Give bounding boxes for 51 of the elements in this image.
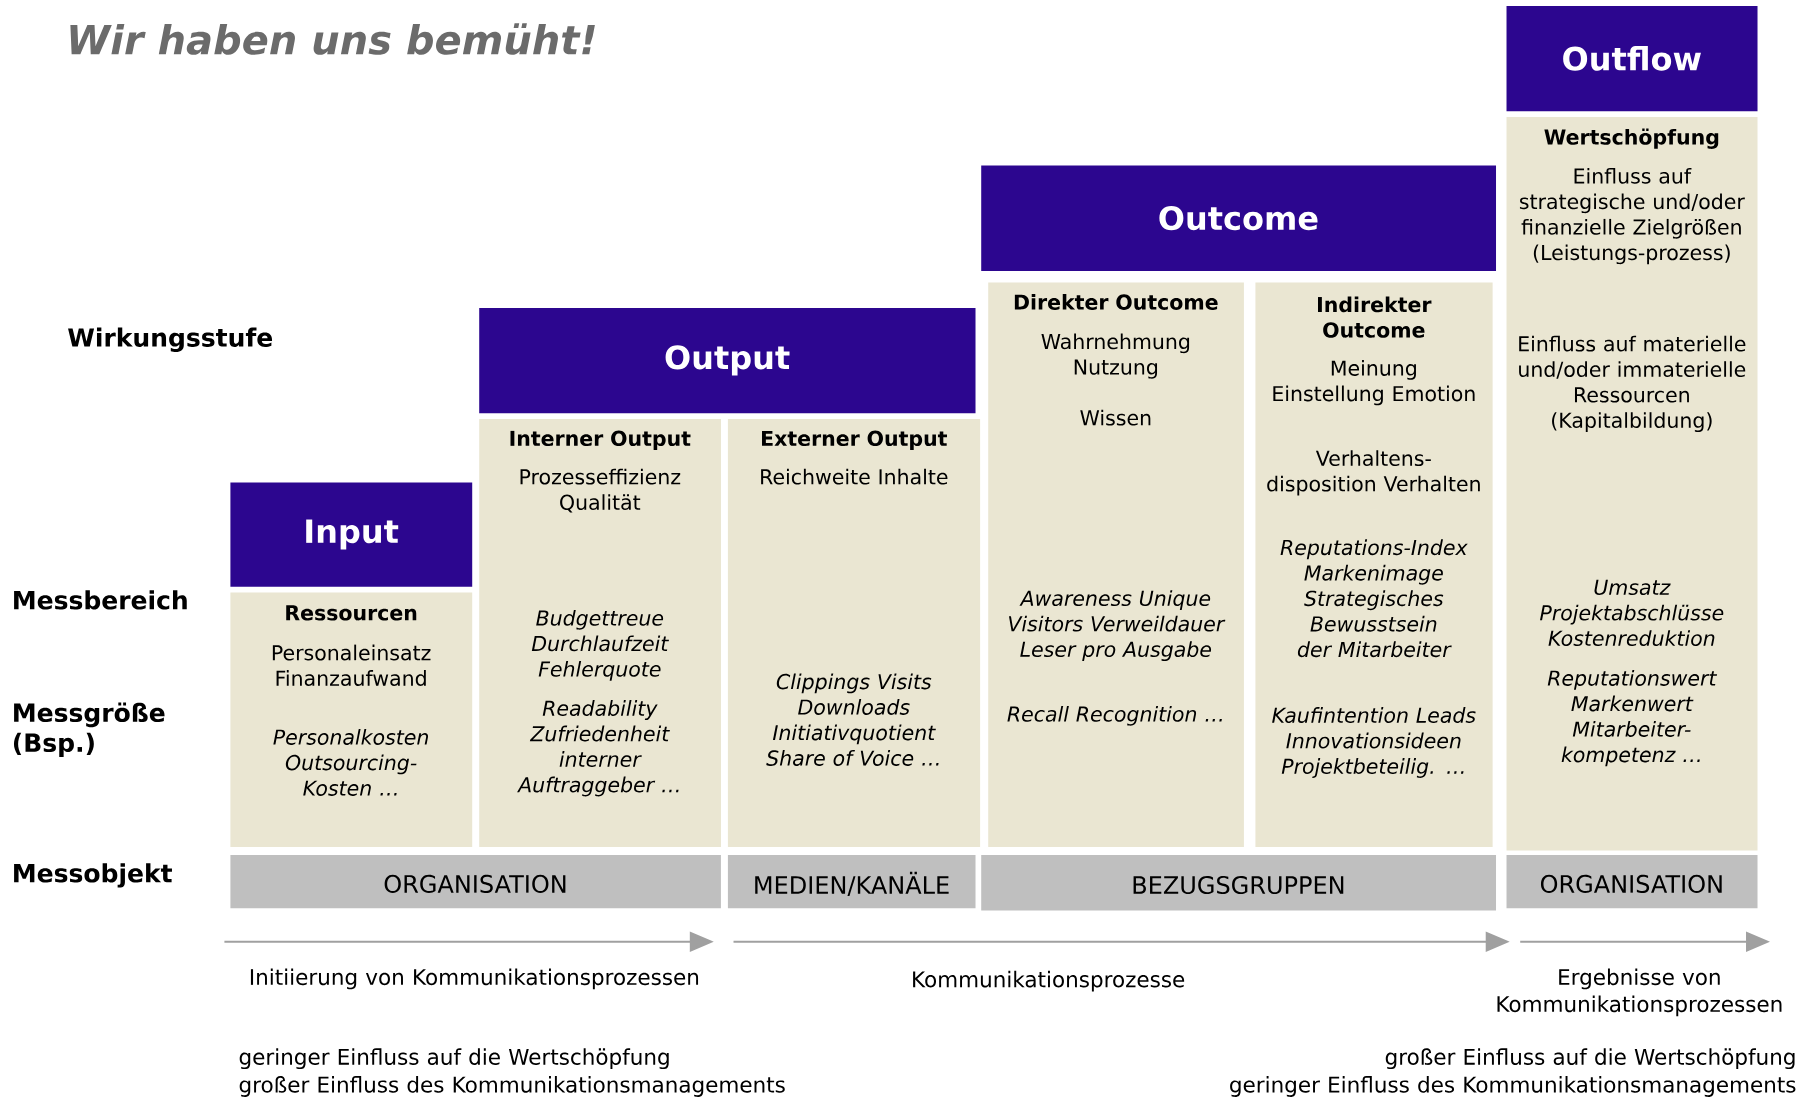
stage-header: Outflow bbox=[1506, 6, 1758, 112]
example-list: Awareness Unique Visitors Verweildauer Leser pro Ausgabe bbox=[1009, 590, 1226, 662]
example-list: Umsatz Projektabschlüsse Kostenreduktion bbox=[1540, 579, 1724, 647]
title: Wir haben uns bemüht! bbox=[70, 23, 595, 55]
column-heading: Wertschöpfung bbox=[1544, 128, 1719, 149]
measure-list: Meinung Einstellung Emotion bbox=[1273, 360, 1475, 406]
stage-header: Output bbox=[479, 307, 976, 414]
example-list: Personalkosten Outsourcing-Kosten … bbox=[273, 729, 429, 796]
row-label: Messgröße (Bsp.) bbox=[13, 702, 165, 757]
note-text: Kommunikationsprozesse bbox=[913, 970, 1185, 992]
stage-header: Input bbox=[230, 482, 473, 587]
example-list: Reputationswert Markenwert Mitarbeiter-kompetenz … bbox=[1547, 670, 1718, 767]
measure-column bbox=[230, 592, 473, 847]
column-heading: Indirekter Outcome bbox=[1318, 296, 1432, 338]
object-bar: ORGANISATION bbox=[230, 855, 721, 909]
row-label: Messobjekt bbox=[14, 863, 172, 888]
measure-column bbox=[988, 282, 1244, 848]
measure-list: Verhaltens-disposition Verhalten bbox=[1267, 450, 1480, 496]
measure-list: Einfluss auf materielle und/oder immaterielle Ressourcen (Kapitalbildung) bbox=[1519, 335, 1746, 433]
note-text: großer Einfluss des Kommunikationsmanagements bbox=[239, 1076, 785, 1097]
column-heading: Externer Output bbox=[762, 430, 947, 451]
note-text: Ergebnisse von Kommunikationsprozessen bbox=[1497, 968, 1782, 1017]
measure-list: Wissen bbox=[1080, 409, 1151, 426]
row-label: Messbereich bbox=[14, 590, 187, 610]
measure-list: Prozesseffizienz Qualität bbox=[520, 468, 681, 513]
measure-list: Personaleinsatz Finanzaufwand bbox=[272, 644, 431, 686]
note-text: geringer Einfluss des Kommunikationsmanagements bbox=[1230, 1076, 1796, 1097]
example-list: Budgettreue Durchlaufzeit Fehlerquote bbox=[531, 609, 669, 681]
object-bar: MEDIEN/KANÄLE bbox=[727, 855, 976, 909]
example-list: Clippings Visits Downloads Initiativquotient Share of Voice … bbox=[766, 673, 939, 766]
example-list: Reputations-Index Markenimage Strategisches Bewusstsein der Mitarbeiter bbox=[1280, 539, 1468, 658]
column-heading: Direkter Outcome bbox=[1014, 294, 1218, 310]
column-heading: Ressourcen bbox=[286, 605, 417, 621]
object-bar: ORGANISATION bbox=[1506, 855, 1758, 909]
measure-column bbox=[479, 419, 721, 847]
note-text: Initiierung von Kommunikationsprozessen bbox=[250, 968, 699, 990]
measure-list: Einfluss auf strategische und/oder finanzielle Zielgrößen (Leistungs-prozess) bbox=[1519, 167, 1745, 265]
object-bar: BEZUGSGRUPPEN bbox=[981, 855, 1496, 911]
measure-list: Reichweite Inhalte bbox=[761, 468, 948, 485]
measure-list: Wahrnehmung Nutzung bbox=[1041, 333, 1190, 379]
row-label: Wirkungsstufe bbox=[68, 327, 273, 352]
measure-column bbox=[1506, 117, 1758, 851]
example-list: Kaufintention Leads Innovationsideen Projektbeteilig. … bbox=[1272, 707, 1476, 778]
example-list: Recall Recognition … bbox=[1007, 705, 1222, 726]
measure-column bbox=[1255, 282, 1493, 848]
measure-column bbox=[727, 419, 981, 847]
stage-header: Outcome bbox=[981, 165, 1496, 271]
example-list: Readability Zufriedenheit interner Auftraggeber … bbox=[517, 700, 679, 797]
note-text: geringer Einfluss auf die Wertschöpfung bbox=[239, 1048, 669, 1070]
column-heading: Interner Output bbox=[510, 430, 691, 451]
note-text: großer Einfluss auf die Wertschöpfung bbox=[1385, 1048, 1795, 1070]
